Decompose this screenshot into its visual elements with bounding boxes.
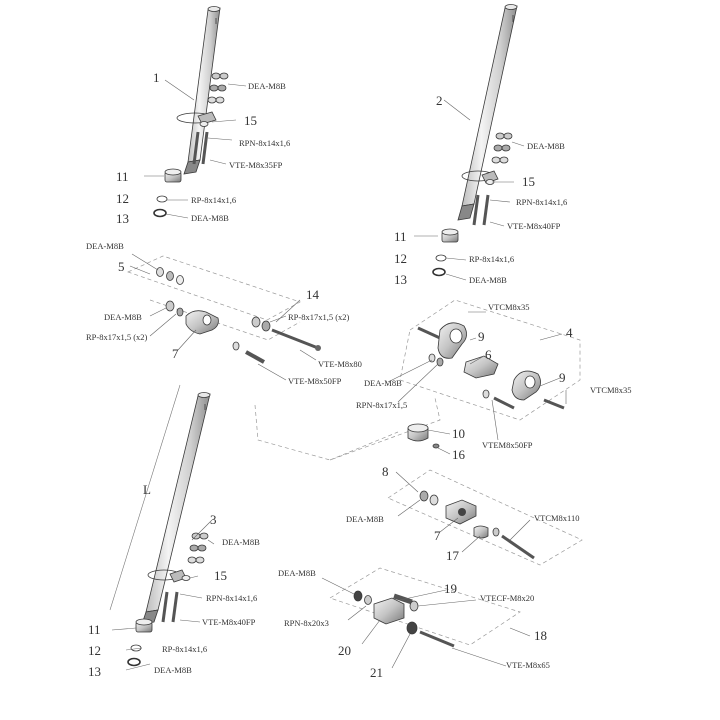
part-number-15-right: 15 [522, 174, 535, 189]
code-dea-m8b-5b: DEA-M8B [104, 312, 142, 322]
part-number-16: 16 [452, 447, 466, 462]
leader-lines [111, 79, 567, 671]
assembly-outline-5 [127, 255, 301, 341]
part-number-11-right: 11 [394, 229, 407, 244]
code-dea-m8b-2: DEA-M8B [527, 141, 565, 151]
code-rpn-3: RPN-8x14x1,6 [206, 593, 257, 603]
code-vte-14: VTE-M8x80 [318, 359, 362, 369]
part-numbers: 1 15 11 12 13 2 15 11 12 13 5 14 7 4 9 6… [88, 70, 573, 680]
part-number-10: 10 [452, 426, 465, 441]
code-rp-14: RP-8x17x1,5 (x2) [288, 312, 350, 322]
part-number-3: 3 [210, 512, 217, 527]
code-rp-1: RP-8x14x1,6 [191, 195, 236, 205]
part-number-1: 1 [153, 70, 160, 85]
code-dea-m8b-8: DEA-M8B [346, 514, 384, 524]
part-number-9-upper: 9 [478, 329, 485, 344]
assembly-outline-18 [329, 567, 521, 646]
clamp-assembly-5 [156, 267, 321, 364]
code-rp-5: RP-8x17x1,5 (x2) [86, 332, 148, 342]
code-dea-m8b-5a: DEA-M8B [86, 241, 124, 251]
part-number-9-lower: 9 [559, 370, 566, 385]
clamp-assembly-4 [407, 322, 565, 449]
part-number-18: 18 [534, 628, 547, 643]
code-rpn-2: RPN-8x14x1,6 [516, 197, 567, 207]
code-dea-m8b-2b: DEA-M8B [469, 275, 507, 285]
code-rp-3: RP-8x14x1,6 [162, 644, 207, 654]
assembly-outline-8 [387, 469, 583, 566]
part-number-12-bottom: 12 [88, 643, 101, 658]
part-number-17: 17 [446, 548, 460, 563]
hardware-codes: DEA-M8B RPN-8x14x1,6 VTE-M8x35FP RP-8x14… [86, 81, 632, 675]
code-dea-m8b-1b: DEA-M8B [191, 213, 229, 223]
part-number-19: 19 [444, 581, 457, 596]
part-number-15-top: 15 [244, 113, 257, 128]
part-number-8: 8 [382, 464, 389, 479]
part-number-15-bottom: 15 [214, 568, 227, 583]
part-number-2: 2 [436, 93, 443, 108]
code-dea-m8b-4: DEA-M8B [364, 378, 402, 388]
code-vte-3: VTE-M8x40FP [202, 617, 256, 627]
code-dea-m8b-3: DEA-M8B [222, 537, 260, 547]
code-rpn-4: RPN-8x17x1,5 [356, 400, 407, 410]
link-outline-10 [329, 431, 399, 461]
part-number-21: 21 [370, 665, 383, 680]
part-number-11-bottom: 11 [88, 622, 101, 637]
code-rpn-18: RPN-8x20x3 [284, 618, 329, 628]
code-vtcm-8: VTCM8x110 [534, 513, 580, 523]
fork-tube-1 [153, 6, 229, 218]
link-outline-3-4 [254, 397, 441, 461]
code-vte-2: VTE-M8x40FP [507, 221, 561, 231]
part-number-6: 6 [485, 347, 492, 362]
code-vte-5: VTE-M8x50FP [288, 376, 342, 386]
part-number-12-top: 12 [116, 191, 129, 206]
part-number-14: 14 [306, 287, 320, 302]
dimension-label-L: L [143, 482, 151, 497]
code-vtecf-18: VTECF-M8x20 [480, 593, 534, 603]
code-vtcm-4a: VTCM8x35 [488, 302, 530, 312]
part-number-5: 5 [118, 259, 125, 274]
part-number-11-top: 11 [116, 169, 129, 184]
assembly-outline-4 [399, 299, 581, 421]
part-number-12-right: 12 [394, 251, 407, 266]
part-number-20: 20 [338, 643, 351, 658]
part-number-13-top: 13 [116, 211, 129, 226]
part-number-4: 4 [566, 325, 573, 340]
code-dea-m8b-18: DEA-M8B [278, 568, 316, 578]
code-vtem-4: VTEM8x50FP [482, 440, 533, 450]
code-rpn-1: RPN-8x14x1,6 [239, 138, 290, 148]
part-number-7-left: 7 [172, 346, 179, 361]
code-vtcm-4b: VTCM8x35 [590, 385, 632, 395]
fork-tube-3 [109, 384, 211, 667]
code-dea-m8b-1: DEA-M8B [248, 81, 286, 91]
clamp-assembly-8 [419, 490, 535, 560]
part-number-7-right: 7 [434, 528, 441, 543]
code-rp-2: RP-8x14x1,6 [469, 254, 514, 264]
code-dea-m8b-3b: DEA-M8B [154, 665, 192, 675]
part-number-13-bottom: 13 [88, 664, 101, 679]
code-vte-18: VTE-M8x65 [506, 660, 550, 670]
fork-tube-2 [432, 4, 518, 277]
code-vte-1: VTE-M8x35FP [229, 160, 283, 170]
clamp-assembly-18 [353, 590, 455, 648]
part-number-13-right: 13 [394, 272, 407, 287]
